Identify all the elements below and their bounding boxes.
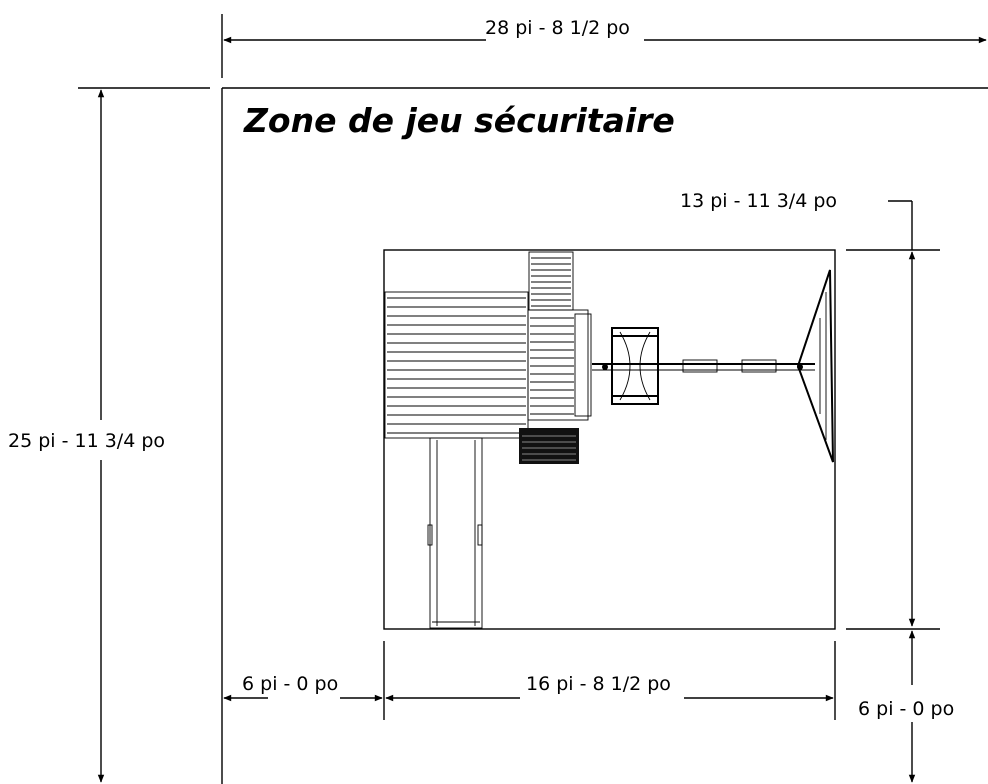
slide — [427, 437, 483, 629]
overall-width-dimension: 28 pi - 8 1/2 po — [221, 14, 987, 78]
structure-depth-dimension: 13 pi - 11 3/4 po — [680, 190, 940, 630]
ladder — [528, 251, 574, 311]
glider-seat — [611, 327, 659, 405]
structure-extension-lines — [383, 641, 836, 720]
overall-width-label: 28 pi - 8 1/2 po — [485, 17, 630, 39]
bottom-clearance-dimension: 6 pi - 0 po — [858, 630, 954, 783]
a-frame — [796, 269, 834, 463]
overall-depth-dimension: 25 pi - 11 3/4 po — [8, 87, 210, 783]
safety-zone-border — [221, 87, 988, 784]
playset-drawing — [384, 251, 834, 629]
deck — [527, 309, 592, 421]
swing-beam — [592, 359, 815, 373]
structure-depth-label: 13 pi - 11 3/4 po — [680, 190, 837, 212]
structure-width-label: 16 pi - 8 1/2 po — [526, 673, 671, 695]
left-clearance-dimension: 6 pi - 0 po — [223, 673, 383, 702]
steps — [519, 428, 579, 464]
overall-depth-label: 25 pi - 11 3/4 po — [8, 430, 165, 452]
roof — [384, 291, 529, 439]
structure-width-dimension: 16 pi - 8 1/2 po — [385, 673, 834, 702]
structure-footprint — [383, 249, 836, 630]
diagram-title: Zone de jeu sécuritaire — [243, 101, 675, 140]
left-clearance-label: 6 pi - 0 po — [242, 673, 338, 695]
bottom-clearance-label: 6 pi - 0 po — [858, 698, 954, 720]
